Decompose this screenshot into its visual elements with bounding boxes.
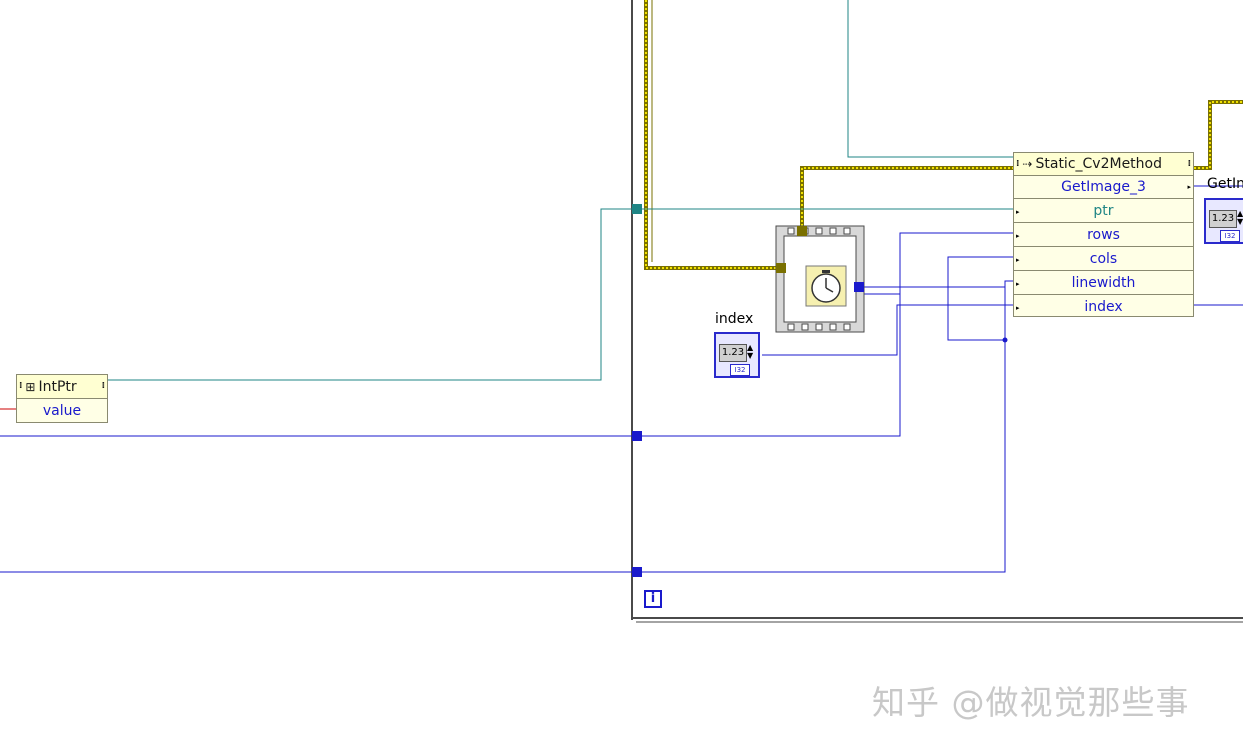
blue-tunnel-out[interactable]	[854, 282, 864, 292]
intptr-value-label: value	[42, 402, 82, 419]
input-terminal-icon: ▸	[1016, 280, 1020, 288]
reference-glyph-icon: ⁞	[101, 381, 105, 391]
intptr-value-row[interactable]: value	[17, 398, 107, 423]
input-terminal-icon: ▸	[1016, 256, 1020, 264]
intptr-node-header: ⁞ ⊞ IntPtr ⁞	[17, 375, 107, 399]
right-numeric-control[interactable]: 1.23 ▲▼ I32	[1204, 198, 1243, 244]
param-label-index: index	[1084, 299, 1123, 315]
yellow-tunnel-in[interactable]	[776, 263, 786, 273]
datatype-indicator: I32	[730, 364, 750, 376]
teal-tunnel[interactable]	[632, 204, 642, 214]
numeric-display: 1.23	[719, 344, 747, 362]
numeric-display: 1.23	[1209, 210, 1237, 228]
index-control-label: index	[715, 311, 754, 327]
invoke-arrow-icon: ⇢	[1022, 157, 1033, 171]
reference-glyph-icon: ⁞	[1016, 158, 1020, 169]
constructor-icon: ⊞	[25, 379, 36, 394]
intptr-node[interactable]: ⁞ ⊞ IntPtr ⁞ value	[16, 374, 108, 423]
yellow-tunnel-top[interactable]	[797, 226, 807, 236]
input-terminal-icon: ▸	[1016, 232, 1020, 240]
increment-arrows-icon[interactable]: ▲▼	[747, 343, 754, 360]
while-loop-border[interactable]	[631, 0, 1243, 623]
increment-arrows-icon[interactable]: ▲▼	[1237, 209, 1243, 226]
reference-glyph-icon: ⁞	[19, 381, 23, 391]
index-numeric-control[interactable]: 1.23 ▲▼ I32	[714, 332, 760, 378]
param-label-cols: cols	[1089, 250, 1118, 267]
blue-tunnel-linewidth[interactable]	[632, 567, 642, 577]
blue-tunnel-rows[interactable]	[632, 431, 642, 441]
method-node-title: Static_Cv2Method	[1035, 156, 1162, 172]
static-cv2method-node[interactable]: ⁞ ⇢ Static_Cv2Method ⁞ GetImage_3 ▸ ▸ pt…	[1013, 152, 1194, 317]
param-label-rows: rows	[1087, 226, 1120, 243]
output-terminal-icon: ▸	[1187, 183, 1191, 191]
method-name-label: GetImage_3	[1061, 178, 1146, 195]
intptr-title: IntPtr	[38, 378, 77, 395]
loop-iteration-terminal[interactable]: i	[644, 590, 662, 608]
right-control-label: GetIn	[1207, 176, 1243, 192]
param-label-ptr: ptr	[1093, 202, 1114, 219]
method-name-row[interactable]: GetImage_3 ▸	[1014, 175, 1193, 199]
input-terminal-icon: ▸	[1016, 304, 1020, 312]
blue-data-wire[interactable]	[0, 185, 1243, 573]
param-row-linewidth[interactable]: ▸ linewidth	[1014, 271, 1193, 295]
param-row-ptr[interactable]: ▸ ptr	[1014, 199, 1193, 223]
wire-junction	[1002, 337, 1008, 343]
teal-pointer-wire[interactable]	[108, 0, 1013, 381]
method-node-header: ⁞ ⇢ Static_Cv2Method ⁞	[1014, 153, 1193, 176]
param-row-rows[interactable]: ▸ rows	[1014, 223, 1193, 247]
reference-glyph-icon: ⁞	[1187, 158, 1191, 169]
watermark: 知乎 @做视觉那些事	[872, 683, 1190, 722]
param-row-cols[interactable]: ▸ cols	[1014, 247, 1193, 271]
param-label-linewidth: linewidth	[1071, 274, 1136, 291]
param-row-index[interactable]: ▸ index	[1014, 295, 1193, 319]
tick-count-timer-icon[interactable]	[805, 265, 847, 307]
datatype-indicator: I32	[1220, 230, 1240, 242]
input-terminal-icon: ▸	[1016, 208, 1020, 216]
